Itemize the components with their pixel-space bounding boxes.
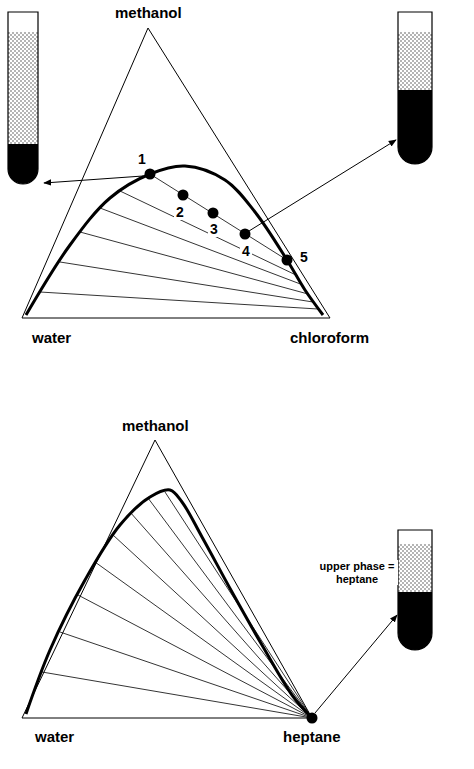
pointer-arrow xyxy=(249,140,396,231)
tie-line xyxy=(95,562,312,718)
vertex-label: water xyxy=(33,728,76,745)
pointer-arrow xyxy=(315,615,397,713)
composition-dot xyxy=(240,229,251,240)
tie-line xyxy=(40,292,318,309)
binodal-curve xyxy=(26,490,310,716)
phase-note: upper phase = heptane xyxy=(316,560,398,585)
tie-line xyxy=(148,498,312,718)
vertex-label: heptane xyxy=(281,728,343,745)
triangle-outline xyxy=(22,28,330,318)
callout-number: 1 xyxy=(136,151,148,167)
test-tube xyxy=(398,12,432,242)
vertex-label: chloroform xyxy=(288,329,371,346)
binodal-curve xyxy=(26,166,323,315)
tie-line xyxy=(60,632,312,718)
vertex-label: methanol xyxy=(120,417,191,434)
tie-line xyxy=(150,174,287,260)
composition-dot xyxy=(145,169,156,180)
composition-dot xyxy=(208,208,219,219)
callout-number: 3 xyxy=(208,221,220,237)
tie-line xyxy=(113,535,312,718)
vertex-label: methanol xyxy=(113,4,184,21)
test-tube xyxy=(398,530,432,712)
callout-number: 5 xyxy=(298,249,310,265)
pointer-arrow xyxy=(44,176,143,183)
vertex-label: water xyxy=(30,329,73,346)
tie-line xyxy=(60,262,313,302)
test-tubes xyxy=(8,12,432,712)
callout-number: 2 xyxy=(174,204,186,220)
triangle-outline xyxy=(22,440,312,718)
composition-dot xyxy=(178,190,189,201)
callout-number: 4 xyxy=(240,243,252,259)
tie-line xyxy=(42,672,312,718)
composition-dot xyxy=(282,255,293,266)
test-tube xyxy=(8,12,38,316)
tie-line xyxy=(78,595,312,718)
composition-dot xyxy=(307,713,318,724)
ternary-triangle xyxy=(22,28,330,318)
ternary-triangle xyxy=(22,440,318,724)
